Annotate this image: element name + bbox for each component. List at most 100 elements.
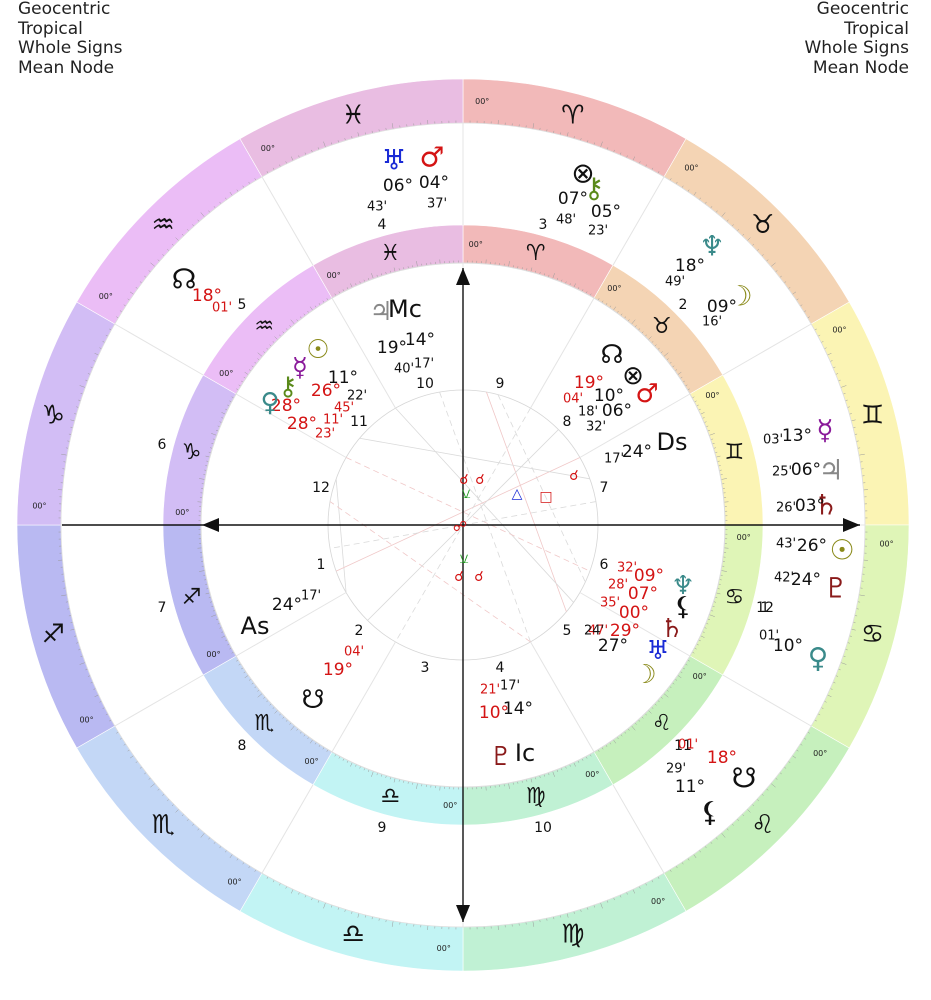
outer-house-number: 4 (378, 217, 387, 233)
inner-degree-tick (274, 710, 278, 714)
aspect-symbol-icon: ☌ (459, 472, 468, 488)
inner-planet-minute: 32' (617, 561, 637, 576)
outer-degree-tick (192, 823, 195, 826)
outer-house-number: 6 (158, 437, 167, 453)
outer-planet-minute: 26' (776, 501, 796, 516)
inner-planet-minute: 18' (578, 405, 598, 420)
outer-degree-tick (731, 823, 734, 826)
inner-degree-tick (211, 433, 217, 436)
inner-sign-glyph-icon: ♏ (254, 711, 274, 736)
outer-degree-tick (144, 275, 147, 278)
outer-degree-tick (687, 858, 690, 861)
inner-house-line (579, 393, 691, 458)
outer-degree-tick (116, 316, 119, 319)
outer-degree-tick (135, 287, 138, 289)
outer-degree-tick (639, 886, 641, 889)
outer-degree-tick (800, 743, 803, 746)
outer-degree-tick (70, 426, 74, 428)
inner-degree-tick (221, 412, 226, 415)
outer-degree-tick (93, 688, 96, 690)
aspect-symbol-icon: ⚺ (461, 486, 470, 502)
outer-degree-tick (779, 275, 782, 278)
outer-degree-tick (639, 161, 641, 164)
outer-degree-tick (357, 913, 360, 918)
outer-degree-tick (840, 385, 847, 388)
outer-planet-icon: ♂ (419, 141, 444, 174)
outer-planet-icon: ☋ (732, 762, 757, 795)
outer-degree-tick (830, 688, 833, 690)
outer-degree-tick (832, 366, 836, 369)
outer-sign-glyph-icon: ♒ (152, 210, 175, 240)
inner-house-number: 7 (600, 480, 609, 496)
inner-degree-tick (309, 306, 313, 311)
inner-cusp-label: 00° (327, 271, 341, 280)
inner-planet-degree: 26° (311, 381, 341, 401)
inner-zodiac-ring: ♈00°♉00°♊00°♋00°♌00°♍00°♎00°♏00°♐00°♑00°… (162, 224, 764, 826)
outer-degree-tick (139, 766, 143, 769)
outer-house-line (722, 323, 812, 376)
inner-planet-degree: 11° (328, 368, 358, 388)
outer-degree-tick (852, 426, 856, 428)
inner-planet-icon: ☿ (292, 353, 308, 383)
aspect-lines (329, 391, 597, 643)
outer-house-number: 7 (158, 600, 167, 616)
outer-planet-icon: ☉ (829, 534, 854, 567)
outer-degree-tick (166, 798, 170, 802)
dsc-arrow-icon (843, 518, 860, 532)
outer-degree-tick (175, 237, 179, 241)
outer-degree-tick (74, 635, 77, 637)
inner-degree-tick (700, 412, 705, 415)
inner-cusp-label: 00° (175, 508, 189, 517)
outer-degree-tick (573, 136, 575, 139)
outer-degree-tick (219, 201, 222, 205)
inner-degree-tick (573, 283, 576, 288)
inner-degree-tick (663, 693, 669, 698)
inner-degree-tick (573, 762, 576, 767)
inner-planet-icon: ♂ (635, 379, 658, 409)
outer-degree-tick (331, 142, 333, 145)
outer-degree-tick (560, 914, 562, 918)
aspect-symbol-icon: ⚺ (459, 551, 468, 567)
outer-degree-tick (693, 854, 697, 859)
outer-degree-tick (657, 876, 660, 879)
outer-degree-tick (835, 373, 839, 375)
outer-house-line (612, 784, 665, 874)
inner-planet-minute: 04' (344, 645, 364, 660)
outer-degree-tick (845, 648, 848, 651)
outer-sign-sector (16, 301, 116, 526)
outer-degree-tick (192, 224, 195, 227)
outer-planet-minute: 37' (427, 197, 447, 212)
outer-degree-tick (566, 132, 569, 137)
outer-degree-tick (814, 328, 817, 331)
outer-degree-tick (80, 393, 83, 395)
inner-planet-minute: 47' (588, 624, 608, 639)
outer-sign-glyph-icon: ♏ (152, 810, 175, 840)
inner-planet-icon: ♃ (369, 297, 392, 327)
outer-degree-tick (61, 453, 68, 456)
outer-degree-tick (593, 905, 595, 908)
ic-arrow-icon (456, 905, 470, 922)
outer-planet-degree: 06° (383, 176, 413, 196)
outer-degree-tick (171, 243, 174, 246)
outer-degree-tick (351, 911, 353, 914)
outer-degree-tick (856, 440, 859, 442)
outer-degree-tick (61, 594, 68, 597)
outer-degree-tick (675, 865, 678, 869)
outer-degree-tick (858, 594, 865, 597)
outer-degree-tick (840, 662, 847, 665)
outer-planet-icon: ☿ (816, 414, 833, 447)
outer-degree-tick (824, 701, 827, 703)
inner-degree-tick (677, 371, 682, 375)
outer-degree-tick (266, 171, 269, 174)
inner-planet-minute: 35' (600, 596, 620, 611)
inner-planet-degree: 29° (610, 621, 640, 641)
outer-degree-tick (852, 622, 856, 624)
outer-degree-tick (144, 772, 147, 775)
outer-degree-tick (693, 191, 697, 196)
outer-degree-tick (626, 155, 628, 158)
outer-degree-tick (704, 845, 707, 849)
outer-degree-tick (351, 136, 353, 139)
outer-degree-tick (311, 149, 313, 153)
outer-degree-tick (832, 681, 836, 684)
